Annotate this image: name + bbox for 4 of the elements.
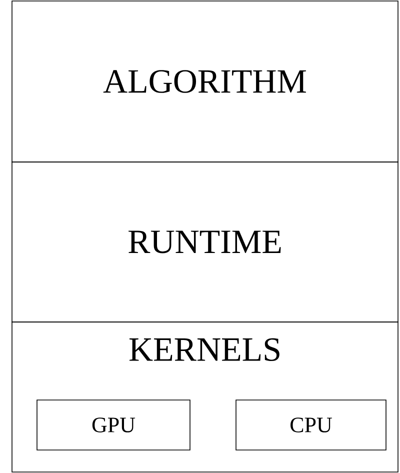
component-box: CPU bbox=[236, 400, 386, 450]
layer-band: ALGORITHM bbox=[12, 0, 398, 162]
component-box: GPU bbox=[36, 400, 190, 450]
layer-band: RUNTIME bbox=[12, 162, 398, 322]
